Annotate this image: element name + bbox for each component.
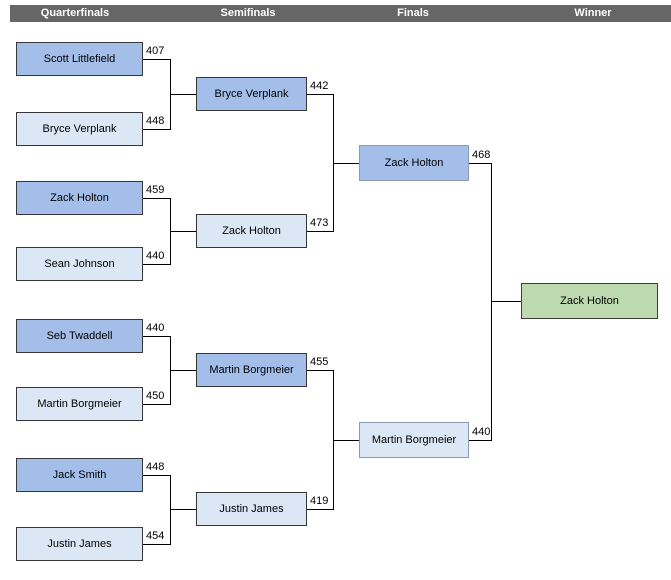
score-label: 450 xyxy=(146,390,165,402)
connector-line xyxy=(143,404,170,405)
connector-line xyxy=(307,94,333,95)
connector-line xyxy=(333,440,359,441)
score-label: 459 xyxy=(146,184,165,196)
connector-line xyxy=(143,129,170,130)
player-name: Martin Borgmeier xyxy=(209,364,294,376)
connector-line xyxy=(143,475,170,476)
player-name: Justin James xyxy=(219,503,284,515)
semifinal-box-2: Zack Holton xyxy=(196,214,307,248)
quarterfinal-box-7: Jack Smith xyxy=(16,458,143,492)
score-label: 448 xyxy=(146,461,165,473)
score-label: 442 xyxy=(310,80,329,92)
final-box-2: Martin Borgmeier xyxy=(359,422,469,458)
header-finals: Finals xyxy=(397,7,429,19)
quarterfinal-box-1: Scott Littlefield xyxy=(16,42,143,76)
player-name: Bryce Verplank xyxy=(214,88,289,100)
connector-line xyxy=(143,198,170,199)
quarterfinal-box-4: Sean Johnson xyxy=(16,247,143,281)
header-winner: Winner xyxy=(574,7,612,19)
player-name: Zack Holton xyxy=(560,295,619,307)
quarterfinal-box-2: Bryce Verplank xyxy=(16,112,143,146)
quarterfinal-box-6: Martin Borgmeier xyxy=(16,387,143,421)
connector-line xyxy=(307,231,333,232)
player-name: Sean Johnson xyxy=(44,258,115,270)
semifinal-box-1: Bryce Verplank xyxy=(196,77,307,111)
connector-line xyxy=(170,370,196,371)
score-label: 440 xyxy=(146,250,165,262)
header-quarterfinals: Quarterfinals xyxy=(40,7,110,19)
player-name: Zack Holton xyxy=(50,192,109,204)
connector-line xyxy=(143,544,170,545)
score-label: 448 xyxy=(146,115,165,127)
final-box-1: Zack Holton xyxy=(359,145,469,181)
connector-line xyxy=(307,509,333,510)
connector-line xyxy=(469,440,491,441)
connector-line xyxy=(170,475,171,545)
score-label: 419 xyxy=(310,495,329,507)
connector-line xyxy=(143,59,170,60)
player-name: Justin James xyxy=(47,538,112,550)
quarterfinal-box-5: Seb Twaddell xyxy=(16,319,143,353)
connector-line xyxy=(333,163,359,164)
semifinal-box-3: Martin Borgmeier xyxy=(196,353,307,387)
score-label: 440 xyxy=(472,426,491,438)
connector-line xyxy=(307,370,333,371)
semifinal-box-4: Justin James xyxy=(196,492,307,526)
score-label: 407 xyxy=(146,45,165,57)
player-name: Jack Smith xyxy=(52,469,107,481)
connector-line xyxy=(491,163,492,441)
column-header-bar: Quarterfinals Semifinals Finals Winner xyxy=(10,5,671,22)
score-label: 468 xyxy=(472,149,491,161)
player-name: Zack Holton xyxy=(384,157,444,169)
player-name: Martin Borgmeier xyxy=(37,398,122,410)
score-label: 440 xyxy=(146,322,165,334)
player-name: Seb Twaddell xyxy=(46,330,113,342)
connector-line xyxy=(143,264,170,265)
player-name: Zack Holton xyxy=(222,225,281,237)
quarterfinal-box-3: Zack Holton xyxy=(16,181,143,215)
winner-box: Zack Holton xyxy=(521,283,658,319)
score-label: 454 xyxy=(146,530,165,542)
connector-line xyxy=(170,94,196,95)
score-label: 455 xyxy=(310,356,329,368)
connector-line xyxy=(491,301,521,302)
connector-line xyxy=(170,231,196,232)
score-label: 473 xyxy=(310,217,329,229)
player-name: Bryce Verplank xyxy=(42,123,117,135)
quarterfinal-box-8: Justin James xyxy=(16,527,143,561)
connector-line xyxy=(143,336,170,337)
player-name: Martin Borgmeier xyxy=(371,434,457,446)
connector-line xyxy=(170,509,196,510)
connector-line xyxy=(469,163,491,164)
header-semifinals: Semifinals xyxy=(220,7,276,19)
player-name: Scott Littlefield xyxy=(43,53,116,65)
